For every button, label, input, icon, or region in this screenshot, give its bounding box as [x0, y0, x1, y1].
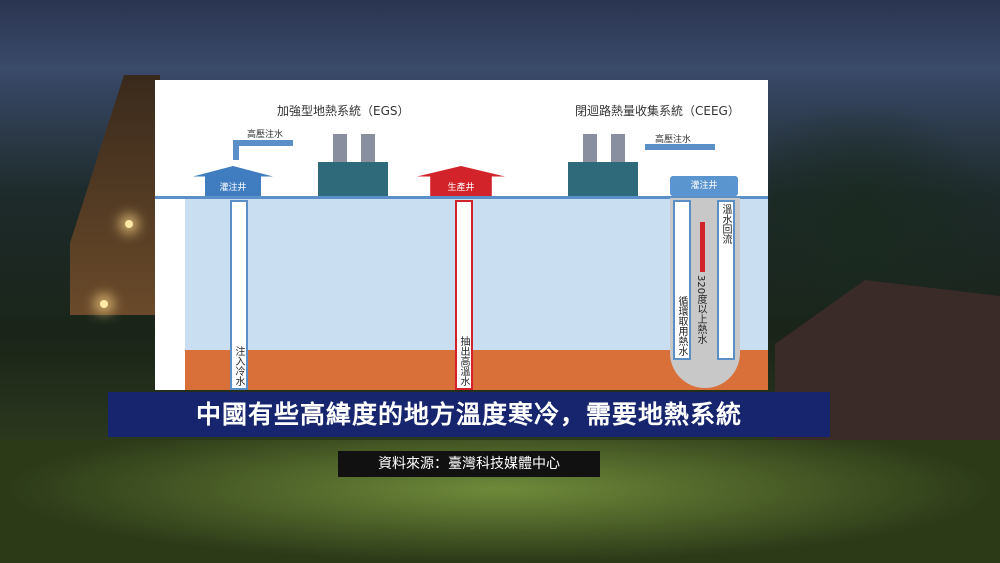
hot-water-pipe: 抽出高溫水: [455, 200, 473, 390]
background-house-left: [70, 75, 160, 315]
background-trees: [770, 100, 1000, 300]
return-pipe: 溫水回流: [717, 200, 735, 360]
extract-hot-water-label: 抽出高溫水: [458, 336, 469, 386]
inject-cold-water-label: 注入冷水: [233, 346, 244, 386]
subtitle-caption: 中國有些高緯度的地方溫度寒冷，需要地熱系統: [108, 392, 830, 437]
warm-water-return-label: 溫水回流: [720, 204, 731, 244]
circulate-pipe: 循環取用熱水: [673, 200, 691, 360]
ceeg-power-plant: [568, 162, 638, 196]
ground-line: [155, 196, 768, 199]
hot-water-temp-label: 320度以上熱水: [695, 275, 706, 345]
smokestack: [333, 134, 347, 164]
smokestack: [611, 134, 625, 164]
circulate-hot-water-label: 循環取用熱水: [676, 296, 687, 356]
egs-injection-label: 高壓注水: [247, 130, 284, 140]
arrow-icon: [233, 140, 239, 160]
lamp: [100, 300, 108, 308]
geothermal-diagram: 加強型地熱系統（EGS） 閉迴路熱量收集系統（CEEG） 高壓注水 灌注井 生產…: [155, 80, 768, 390]
egs-injection-well: 灌注井: [193, 166, 273, 196]
source-credit: 資料來源：臺灣科技媒體中心: [338, 451, 600, 477]
lamp: [125, 220, 133, 228]
ceeg-title: 閉迴路熱量收集系統（CEEG）: [575, 104, 740, 118]
cold-water-pipe: 注入冷水: [230, 200, 248, 390]
arrow-icon: [645, 144, 715, 150]
ceeg-injection-label: 高壓注水: [655, 135, 692, 145]
up-arrow-icon: [700, 222, 705, 272]
production-well: 生產井: [417, 166, 505, 196]
egs-title: 加強型地熱系統（EGS）: [277, 104, 410, 118]
ceeg-injection-well: 灌注井: [670, 176, 738, 196]
egs-power-plant: [318, 162, 388, 196]
arrow-icon: [233, 140, 293, 146]
smokestack: [583, 134, 597, 164]
smokestack: [361, 134, 375, 164]
